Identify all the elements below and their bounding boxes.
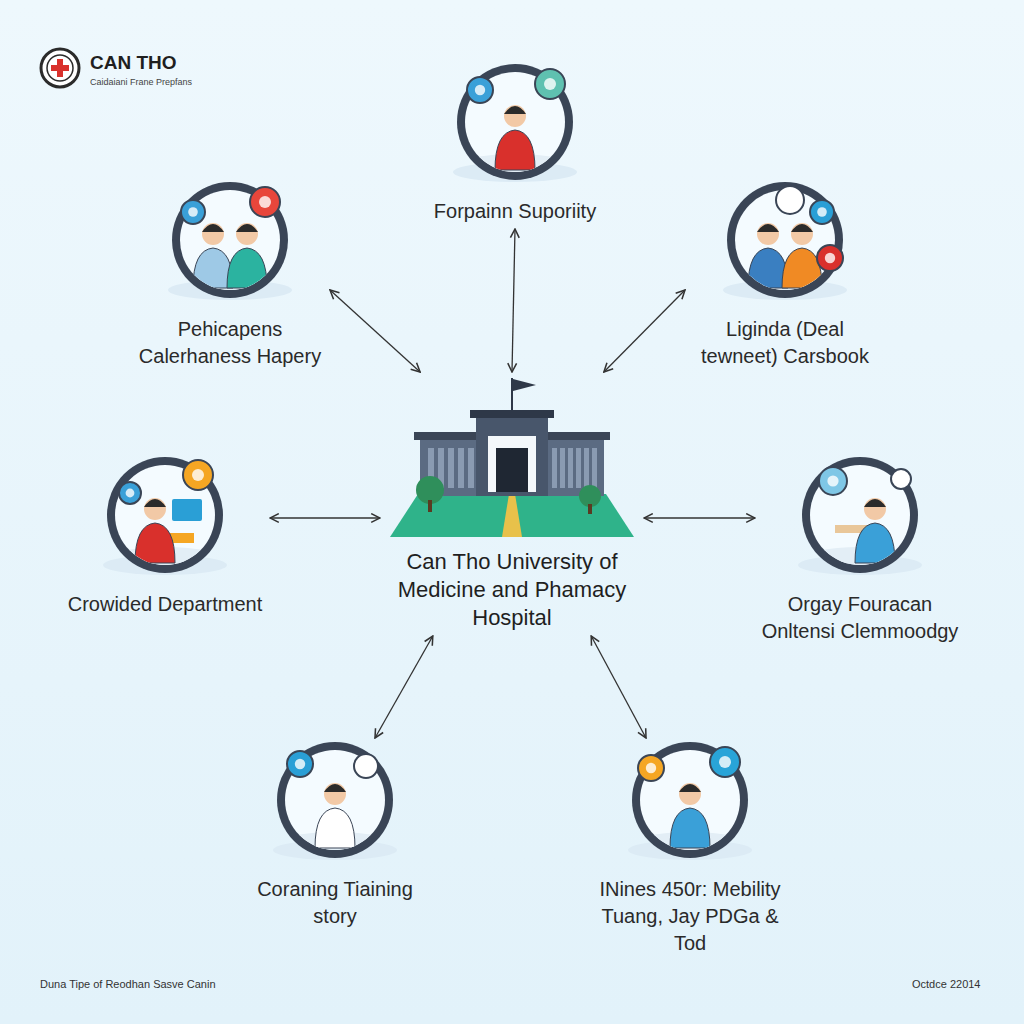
topic-label: Liginda (Deal tewneet) Carsbook (689, 316, 881, 370)
topic-node: Crowided Department (60, 453, 270, 622)
topic-icon (270, 738, 400, 868)
topic-node: Orgay Fouracan Onltensi Clemmoodgy (755, 453, 965, 649)
logo-text: Caidaiani Frane Prepfans (90, 77, 192, 87)
connector-arrow (591, 636, 646, 738)
topic-label: Orgay Fouracan Onltensi Clemmoodgy (759, 591, 961, 645)
connector-arrow (604, 290, 685, 372)
topic-icon (720, 178, 850, 308)
logo-emblem (41, 49, 79, 87)
topic-icon (165, 178, 295, 308)
topic-node: Forpainn Suporiity (425, 60, 605, 229)
topic-node: Coraning Tiaining story (235, 738, 435, 934)
connector-arrow (330, 290, 420, 372)
topic-node: Liginda (Deal tewneet) Carsbook (685, 178, 885, 374)
topic-icon (625, 738, 755, 868)
hospital-title: Can Tho University of Medicine and Phama… (384, 548, 640, 632)
topic-label: INines 450r: Mebility Tuang, Jay PDGa & … (584, 876, 796, 957)
footer-note: Octdce 22014 (912, 978, 981, 990)
topic-icon (795, 453, 925, 583)
connector-arrow (644, 517, 755, 518)
connector-arrow (512, 229, 515, 372)
topic-label: Forpainn Suporiity (429, 198, 601, 225)
connector-arrow (270, 517, 380, 518)
connector-arrow (375, 636, 433, 738)
topic-label: Pehicapens Calerhaness Hapery (134, 316, 326, 370)
topic-label: Coraning Tiaining story (239, 876, 431, 930)
logo-text: CAN THO (90, 52, 177, 74)
footer-note: Duna Tipe of Reodhan Sasve Canin (40, 978, 216, 990)
topic-icon (100, 453, 230, 583)
topic-node: INines 450r: Mebility Tuang, Jay PDGa & … (580, 738, 800, 961)
topic-label: Crowided Department (64, 591, 266, 618)
topic-node: Pehicapens Calerhaness Hapery (130, 178, 330, 374)
topic-icon (450, 60, 580, 190)
hospital-building (384, 372, 640, 542)
hospital-node: Can Tho University of Medicine and Phama… (380, 372, 644, 636)
